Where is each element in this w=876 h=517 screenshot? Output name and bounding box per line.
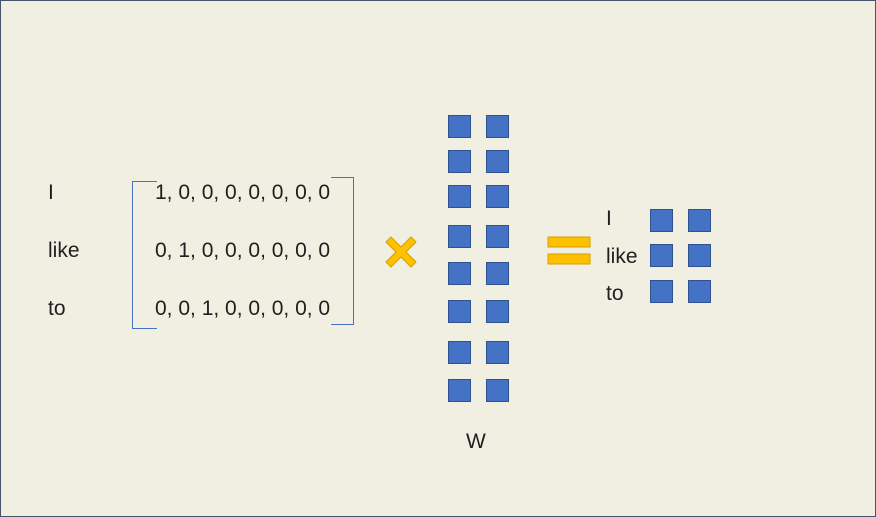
one-hot-row-1: 1, 0, 0, 0, 0, 0, 0, 0 [155, 181, 331, 204]
weight-cell-r5-c2 [486, 262, 509, 285]
input-word-i: I [48, 181, 54, 204]
weight-cell-r1-c2 [486, 115, 509, 138]
weight-cell-r4-c2 [486, 225, 509, 248]
weight-cell-r5-c1 [448, 262, 471, 285]
weight-cell-r7-c1 [448, 341, 471, 364]
weight-cell-r4-c1 [448, 225, 471, 248]
weight-cell-r1-c1 [448, 115, 471, 138]
input-word-like: like [48, 239, 80, 262]
input-word-to: to [48, 297, 66, 320]
weight-cell-r6-c1 [448, 300, 471, 323]
weight-matrix-label: W [466, 430, 486, 453]
weight-cell-r6-c2 [486, 300, 509, 323]
output-word-to: to [606, 282, 624, 305]
equals-icon [547, 236, 591, 265]
output-cell-r2-c1 [650, 244, 673, 267]
weight-cell-r3-c2 [486, 185, 509, 208]
output-cell-r3-c2 [688, 280, 711, 303]
multiply-icon [385, 236, 417, 268]
weight-cell-r3-c1 [448, 185, 471, 208]
output-cell-r2-c2 [688, 244, 711, 267]
weight-cell-r8-c2 [486, 379, 509, 402]
weight-cell-r2-c1 [448, 150, 471, 173]
output-cell-r1-c1 [650, 209, 673, 232]
one-hot-row-3: 0, 0, 1, 0, 0, 0, 0, 0 [155, 297, 331, 320]
output-word-i: I [606, 207, 612, 230]
one-hot-row-2: 0, 1, 0, 0, 0, 0, 0, 0 [155, 239, 331, 262]
matrix-right-bracket [331, 177, 354, 325]
output-cell-r3-c1 [650, 280, 673, 303]
output-word-like: like [606, 245, 638, 268]
weight-cell-r8-c1 [448, 379, 471, 402]
weight-cell-r2-c2 [486, 150, 509, 173]
matrix-left-bracket [132, 181, 157, 329]
weight-cell-r7-c2 [486, 341, 509, 364]
output-cell-r1-c2 [688, 209, 711, 232]
